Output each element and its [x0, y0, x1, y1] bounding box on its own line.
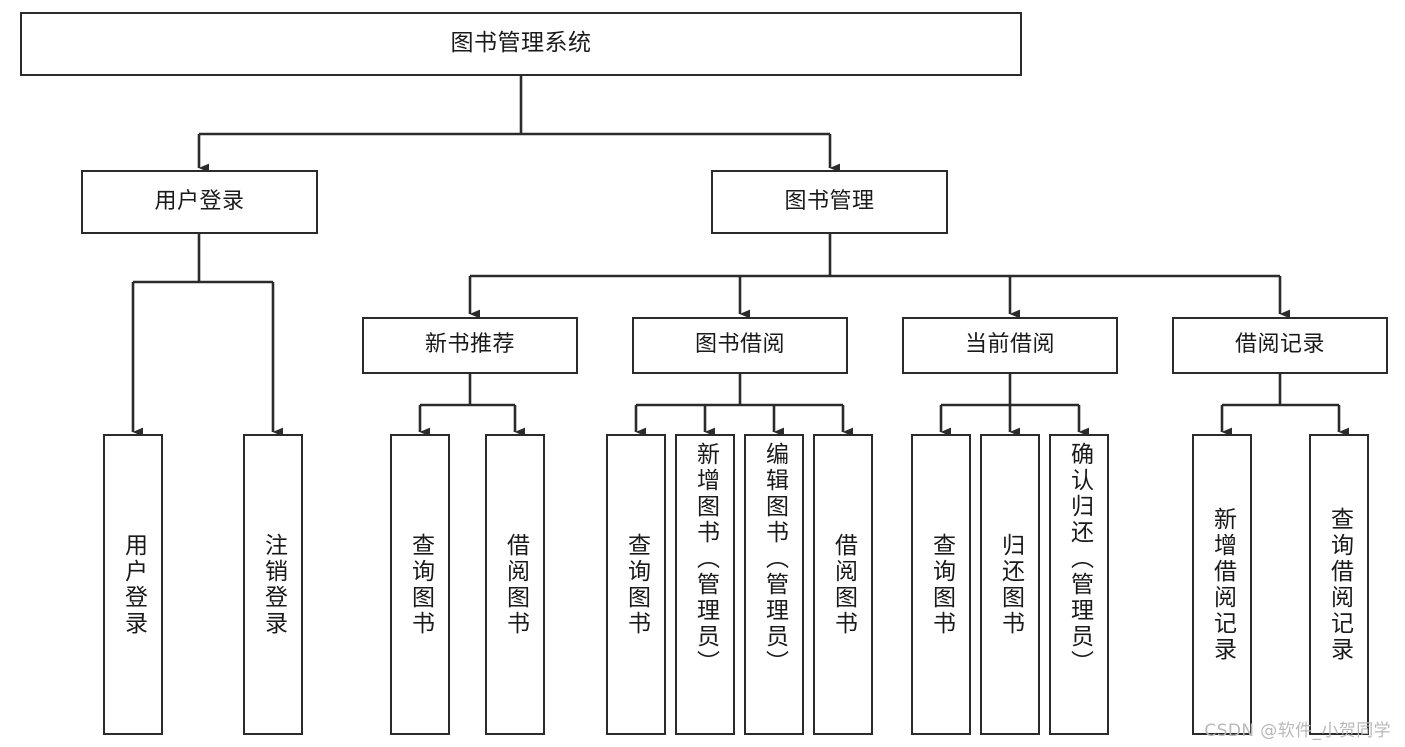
node-leaf-user-login-label: 用户登录	[120, 532, 147, 637]
node-leaf-query-book-1-label: 查询图书	[407, 532, 434, 637]
node-leaf-confirm-return[interactable]: 确认归还（管理员）	[1049, 434, 1109, 735]
node-leaf-query-record-label: 查询借阅记录	[1326, 506, 1353, 663]
node-root[interactable]: 图书管理系统	[20, 12, 1022, 76]
node-leaf-query-book-2[interactable]: 查询图书	[606, 434, 666, 735]
node-leaf-query-book-3-label: 查询图书	[928, 532, 955, 637]
node-current-borrow-label: 当前借阅	[964, 332, 1055, 358]
node-user-login[interactable]: 用户登录	[81, 170, 318, 234]
node-leaf-query-book-2-label: 查询图书	[623, 532, 650, 637]
node-leaf-edit-book-label: 编辑图书（管理员）	[761, 442, 788, 676]
node-new-book-recommend[interactable]: 新书推荐	[362, 317, 578, 374]
node-leaf-add-record-label: 新增借阅记录	[1209, 506, 1236, 663]
node-leaf-borrow-book-2[interactable]: 借阅图书	[813, 434, 873, 735]
node-leaf-add-book[interactable]: 新增图书（管理员）	[675, 434, 735, 735]
node-leaf-return-book-label: 归还图书	[997, 532, 1024, 637]
node-current-borrow[interactable]: 当前借阅	[902, 317, 1118, 374]
node-book-borrow[interactable]: 图书借阅	[632, 317, 848, 374]
node-book-management[interactable]: 图书管理	[711, 170, 948, 234]
node-leaf-borrow-book-2-label: 借阅图书	[830, 532, 857, 637]
node-leaf-borrow-book-1-label: 借阅图书	[502, 532, 529, 637]
node-leaf-add-book-label: 新增图书（管理员）	[692, 442, 719, 676]
node-leaf-logout-login[interactable]: 注销登录	[243, 434, 303, 735]
node-leaf-query-book-1[interactable]: 查询图书	[390, 434, 450, 735]
node-leaf-add-record[interactable]: 新增借阅记录	[1192, 434, 1252, 735]
node-leaf-return-book[interactable]: 归还图书	[980, 434, 1040, 735]
node-new-book-recommend-label: 新书推荐	[424, 332, 515, 358]
node-leaf-user-login[interactable]: 用户登录	[103, 434, 163, 735]
node-book-management-label: 图书管理	[784, 188, 875, 214]
node-leaf-logout-login-label: 注销登录	[260, 532, 287, 637]
node-user-login-label: 用户登录	[154, 188, 245, 214]
node-borrow-record-label: 借阅记录	[1234, 332, 1325, 358]
node-leaf-borrow-book-1[interactable]: 借阅图书	[485, 434, 545, 735]
node-root-label: 图书管理系统	[450, 30, 592, 57]
node-book-borrow-label: 图书借阅	[694, 332, 785, 358]
node-leaf-query-record[interactable]: 查询借阅记录	[1309, 434, 1369, 735]
node-leaf-confirm-return-label: 确认归还（管理员）	[1066, 442, 1093, 676]
node-leaf-edit-book[interactable]: 编辑图书（管理员）	[744, 434, 804, 735]
node-borrow-record[interactable]: 借阅记录	[1172, 317, 1388, 374]
node-leaf-query-book-3[interactable]: 查询图书	[911, 434, 971, 735]
